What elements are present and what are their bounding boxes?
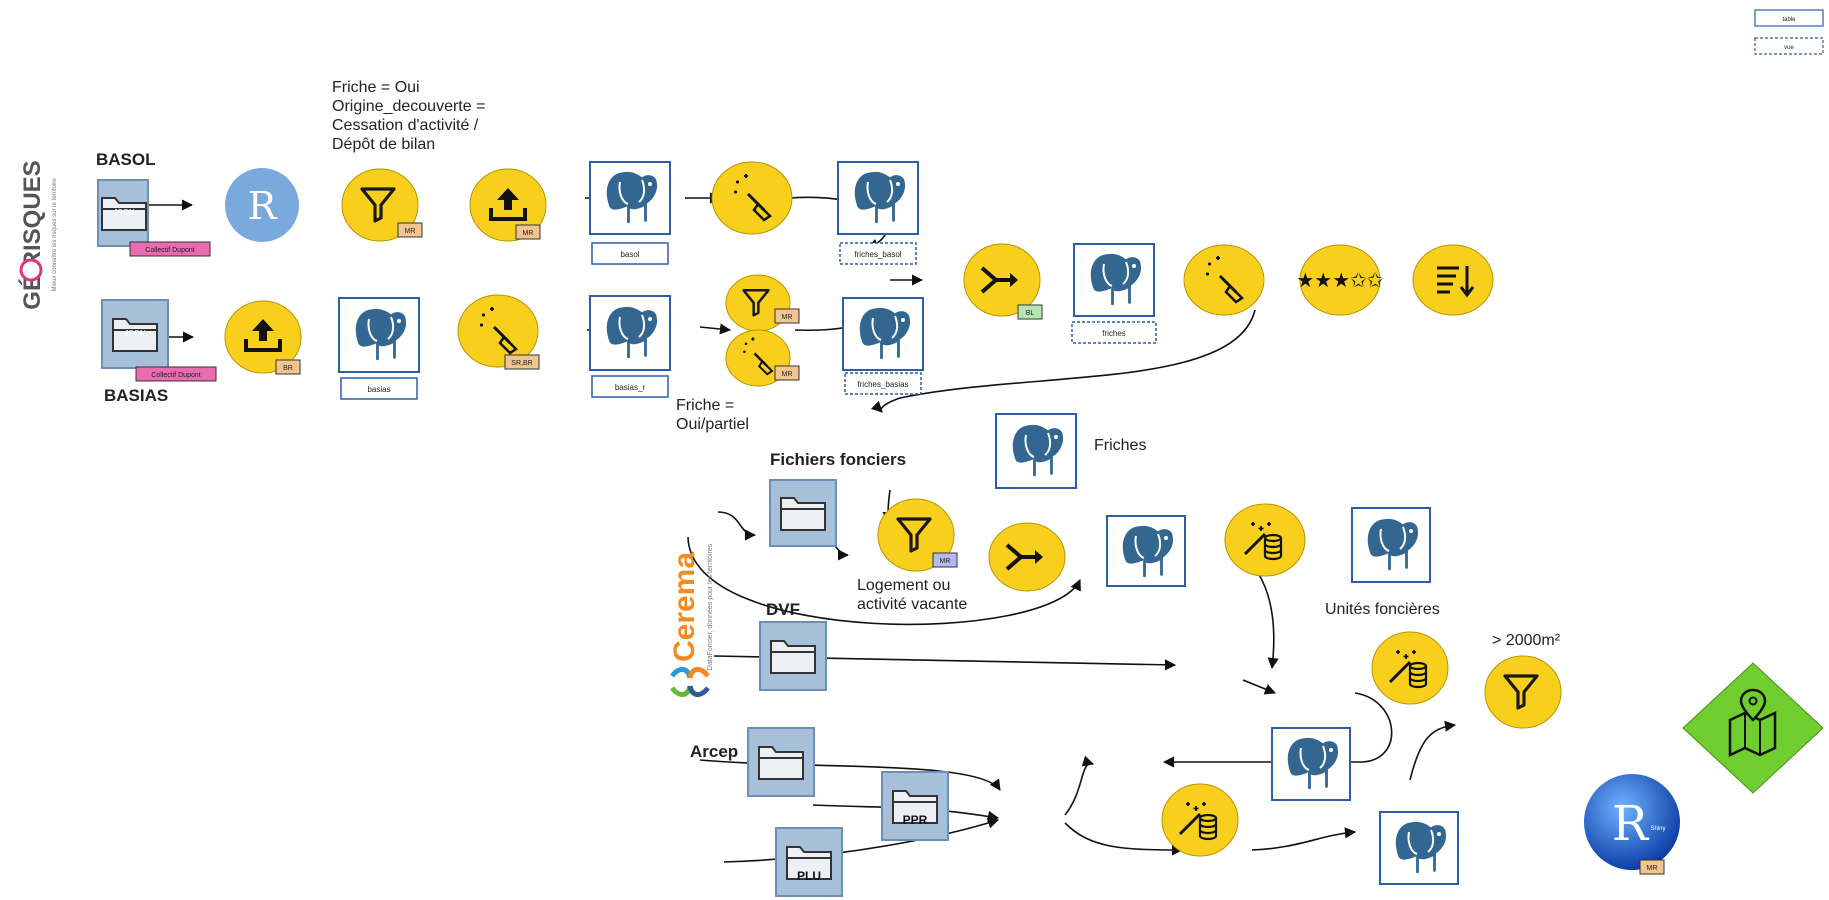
plu-folder: PLU <box>775 827 843 897</box>
ppr-folder: PPR <box>881 771 949 841</box>
svg-text:MR: MR <box>1647 865 1658 872</box>
logement-note: Logement ou activité vacante <box>857 577 968 613</box>
svg-text:MR: MR <box>523 230 534 237</box>
surface-note: > 2000m² <box>1492 632 1561 649</box>
basias-json-folder: JSON Collectif Dupont <box>101 299 217 382</box>
pg-table-basias: basias <box>338 297 420 400</box>
basol-label: BASOL <box>96 150 156 169</box>
georisques-logo: GÉ RISQUES Mieux connaître les risques s… <box>18 160 58 309</box>
clean-friches <box>1183 244 1265 316</box>
svg-text:Cerema: Cerema <box>668 552 701 662</box>
arcep-label: Arcep <box>690 742 739 761</box>
pg-view-friches-basias: friches_basias <box>842 297 924 395</box>
svg-text:Collectif Dupont: Collectif Dupont <box>145 247 194 254</box>
enrich-final <box>1161 783 1239 857</box>
filter-logement: MR <box>877 498 958 572</box>
arcep-folder <box>747 727 815 797</box>
svg-text:Collectif Dupont: Collectif Dupont <box>151 372 200 379</box>
json-label-basias: JSON <box>124 329 146 338</box>
svg-text:friches_basias: friches_basias <box>857 380 908 389</box>
pg-unites-foncieres <box>1351 507 1431 583</box>
filter-basias: MR <box>725 274 800 332</box>
svg-text:PPR: PPR <box>903 813 928 827</box>
pg-table-basol: basol <box>589 161 671 265</box>
svg-text:Mieux connaître les risques su: Mieux connaître les risques sur le terri… <box>52 178 58 292</box>
legend-vue: vue <box>1784 45 1794 51</box>
sort-step <box>1412 244 1494 316</box>
svg-text:MR: MR <box>782 371 793 378</box>
upload-basol: MR <box>469 168 547 242</box>
svg-text:basias_r: basias_r <box>615 383 646 392</box>
map-icon <box>1682 662 1824 794</box>
basias-label: BASIAS <box>104 386 169 405</box>
pg-final <box>1379 811 1459 885</box>
filter-basol: MR <box>341 168 423 242</box>
svg-text:R: R <box>248 184 278 228</box>
svg-text:PLU: PLU <box>797 869 821 883</box>
legend: table vue <box>1754 9 1824 55</box>
shiny-app-icon: R Shiny MR <box>1584 774 1680 875</box>
clean-basias-2: MR <box>725 329 800 387</box>
merge-friches: BL <box>963 243 1043 320</box>
dvf-folder <box>759 621 827 691</box>
clean-basol <box>711 161 793 235</box>
cerema-logo: Cerema DataFoncier, données pour les ter… <box>668 543 714 697</box>
svg-text:basol: basol <box>620 250 639 259</box>
svg-text:friches: friches <box>1102 329 1126 338</box>
svg-text:basias: basias <box>367 385 390 394</box>
fichiers-fonciers-folder <box>769 479 837 547</box>
pg-view-friches: friches <box>1071 243 1157 344</box>
rating-step <box>1296 244 1384 316</box>
svg-text:friches_basol: friches_basol <box>854 250 901 259</box>
svg-text:MR: MR <box>405 228 416 235</box>
filter-basol-note: Friche = Oui Origine_decouverte = Cessat… <box>332 79 486 153</box>
georisques-logo-text: GÉ RISQUES <box>18 160 46 309</box>
json-label-basol: JSON <box>113 208 135 217</box>
svg-text:MR: MR <box>782 314 793 321</box>
svg-text:BL: BL <box>1026 310 1035 317</box>
friches-label: Friches <box>1094 437 1147 454</box>
pg-table-basias-r: basias_r <box>589 295 671 398</box>
fichiers-fonciers-label: Fichiers fonciers <box>770 450 907 469</box>
svg-text:Shiny: Shiny <box>1650 826 1665 832</box>
unites-label: Unités foncières <box>1325 601 1440 618</box>
svg-text:MR: MR <box>940 558 951 565</box>
filter-surface <box>1484 655 1562 729</box>
svg-text:BR: BR <box>283 365 293 372</box>
filter-basias-note: Friche = Oui/partiel <box>676 397 749 433</box>
svg-text:R: R <box>1612 796 1650 852</box>
dvf-label: DVF <box>766 600 800 619</box>
r-icon: R <box>225 168 299 242</box>
pg-filtered-units <box>1271 727 1351 801</box>
enrich-dvf <box>1371 631 1449 705</box>
svg-text:DataFoncier, données pour les: DataFoncier, données pour les territoire… <box>707 543 714 670</box>
basol-json-folder: JSON Collectif Dupont <box>97 179 211 257</box>
pg-friches-output <box>995 413 1077 489</box>
enrich-fonciers <box>1224 503 1306 577</box>
pg-view-friches-basol: friches_basol <box>837 161 919 265</box>
legend-table: table <box>1782 17 1796 23</box>
svg-text:SR,BR: SR,BR <box>511 360 532 367</box>
merge-fonciers <box>988 522 1066 592</box>
upload-basias: BR <box>224 300 302 375</box>
pg-fonciers-join <box>1106 515 1186 587</box>
clean-basias: SR,BR <box>457 294 540 370</box>
